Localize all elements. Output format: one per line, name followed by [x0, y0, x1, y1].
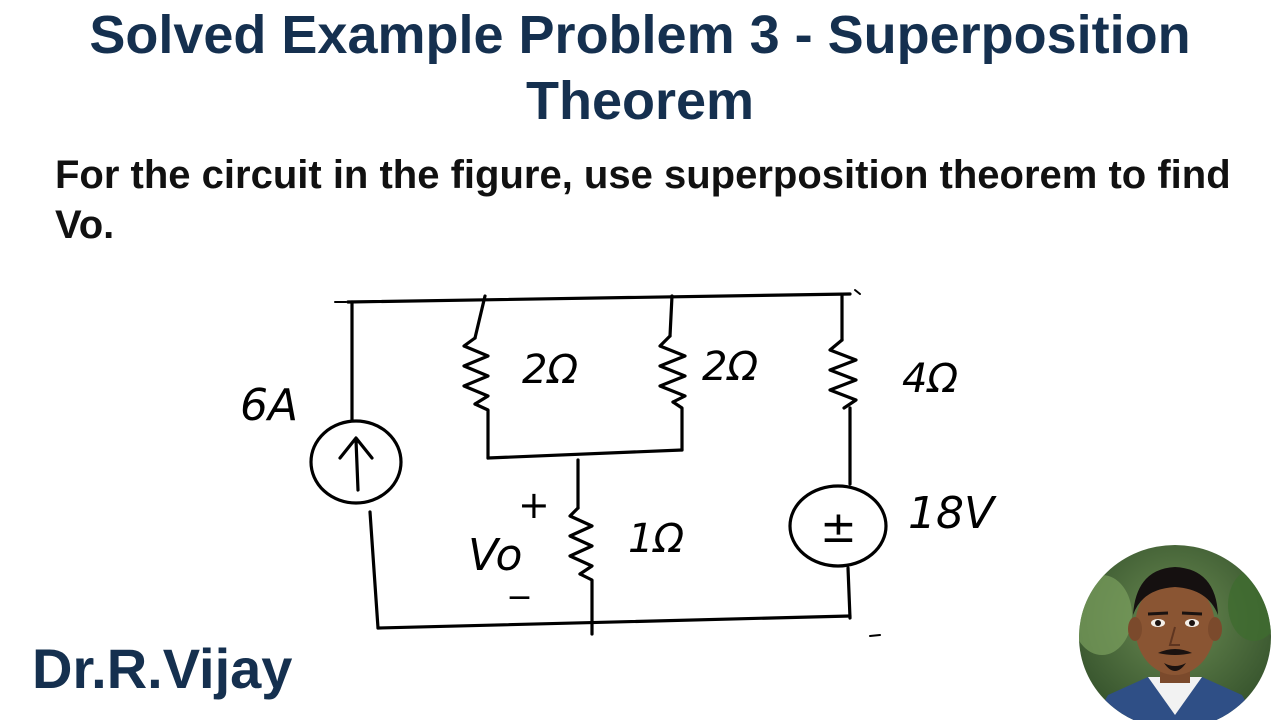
top-wire	[346, 292, 852, 304]
voltage-source-symbol: ±	[820, 502, 857, 553]
r1-label: 2Ω	[522, 347, 578, 393]
r2-label: 2Ω	[702, 344, 758, 390]
resistor-r2	[658, 334, 687, 404]
source-current-label: 6A	[240, 380, 298, 431]
resistor-r1	[462, 336, 490, 406]
branch-r2-bottom	[671, 400, 684, 452]
branch-r1-bottom	[473, 402, 490, 460]
current-arrow	[338, 436, 374, 492]
left-wire-bottom	[368, 510, 380, 630]
branch-v-bottom	[846, 566, 852, 620]
presenter-avatar	[1079, 545, 1271, 720]
circuit-diagram: 6A 2Ω 2Ω 4Ω 1Ω 18V + Vo _ ±	[240, 289, 997, 637]
resistor-r4	[568, 506, 594, 576]
slide-title: Solved Example Problem 3 - Superposition…	[89, 5, 1191, 131]
current-source-icon	[309, 419, 403, 505]
source-voltage-label: 18V	[908, 488, 997, 539]
vo-minus: _	[509, 555, 530, 599]
r4-label: 1Ω	[628, 516, 684, 562]
r3-label: 4Ω	[902, 356, 958, 402]
vo-plus: +	[518, 483, 550, 527]
middle-wire	[486, 448, 684, 460]
author-name: Dr.R.Vijay	[32, 637, 293, 700]
branch-r1-top	[473, 294, 487, 340]
branch-r4-bottom	[578, 572, 594, 636]
bottom-wire	[376, 614, 852, 630]
branch-r2-top	[668, 294, 674, 338]
problem-statement: For the circuit in the figure, use super…	[55, 153, 1231, 247]
resistor-r3	[828, 338, 858, 410]
voltage-source-icon	[788, 484, 888, 568]
vo-label: Vo	[468, 530, 522, 581]
